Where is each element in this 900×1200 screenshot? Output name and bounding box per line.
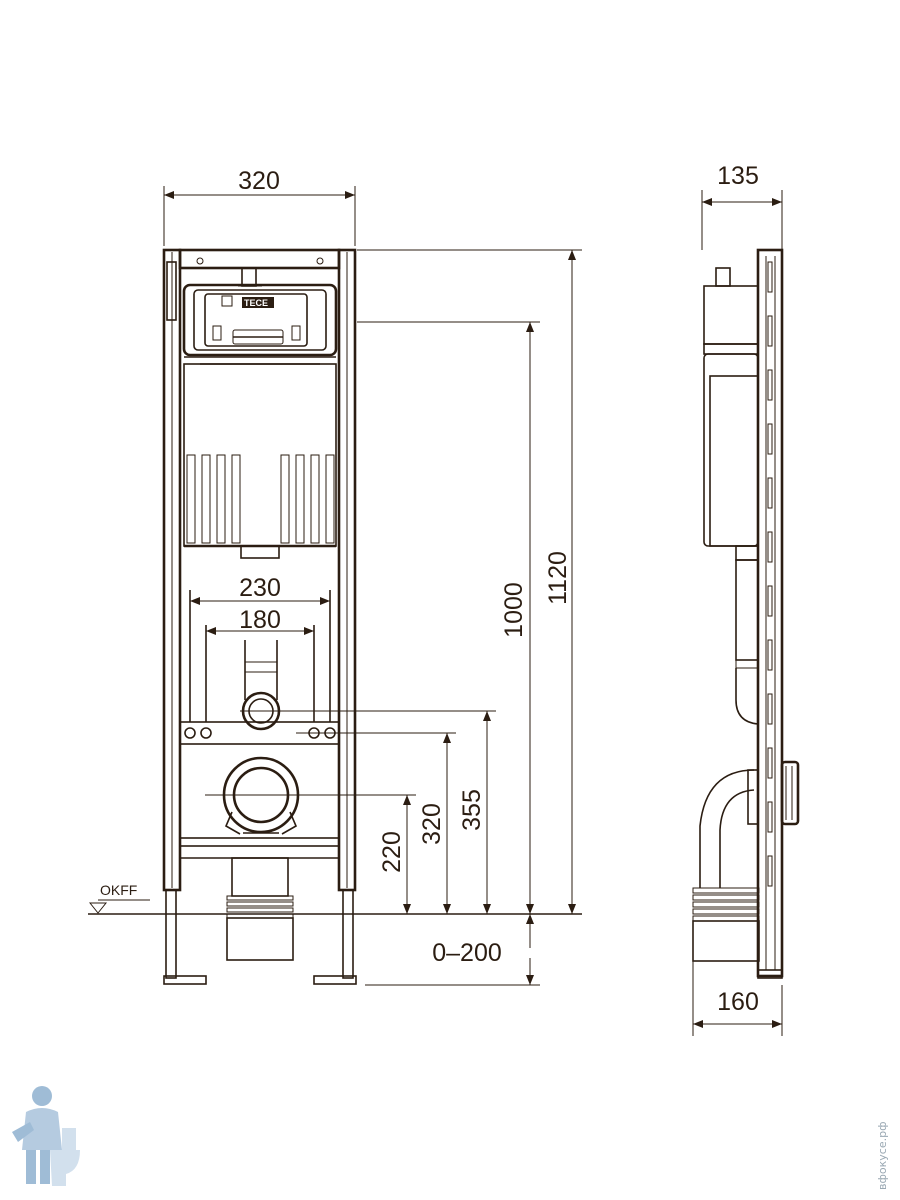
brand-logo-plate: [242, 297, 274, 308]
bolt-hole: [200, 727, 212, 739]
dim-drain-height-label: 320: [418, 803, 446, 845]
brand-logo-text: TECE: [244, 298, 268, 308]
dim-outlet-height-label: 220: [378, 831, 406, 873]
side-post-slots: [767, 261, 773, 887]
watermark-text: вфокусе.рф: [876, 1122, 889, 1190]
dim-leg-adjust-label: 0–200: [432, 939, 502, 967]
actuator-frame: [182, 283, 338, 357]
side-seal-rings: [692, 887, 760, 922]
right-leg: [342, 889, 354, 979]
dim-total-height-label: 1120: [544, 551, 572, 605]
left-leg: [165, 889, 177, 979]
front-view: TECE: [162, 248, 357, 985]
dim-depth-top-label: 135: [717, 162, 759, 190]
lower-rail: [179, 837, 340, 847]
cistern-ribs: [186, 454, 335, 544]
bolt-hole: [184, 727, 196, 739]
drain-elbow: [699, 769, 755, 888]
dim-bolt-inner-label: 180: [239, 606, 281, 634]
floor-level-label: OKFF: [100, 882, 137, 898]
clip: [166, 261, 177, 321]
side-post: [756, 248, 784, 978]
dimensions: 320 135 160 OKFF 1120 1000 355 320: [88, 162, 783, 1036]
side-drain-pipe: [692, 920, 760, 962]
top-rail: [178, 248, 341, 270]
dim-bolt-height-label: 355: [458, 789, 486, 831]
side-cistern: [703, 353, 759, 547]
dim-bolt-outer-label: 230: [239, 574, 281, 602]
drain-pipe: [226, 917, 294, 961]
dim-actuator-height-label: 1000: [500, 582, 528, 638]
side-view: [692, 248, 800, 979]
dim-width-label: 320: [238, 167, 280, 195]
plumber-mascot-icon: [12, 1086, 80, 1186]
dim-depth-bottom-label: 160: [717, 988, 759, 1016]
